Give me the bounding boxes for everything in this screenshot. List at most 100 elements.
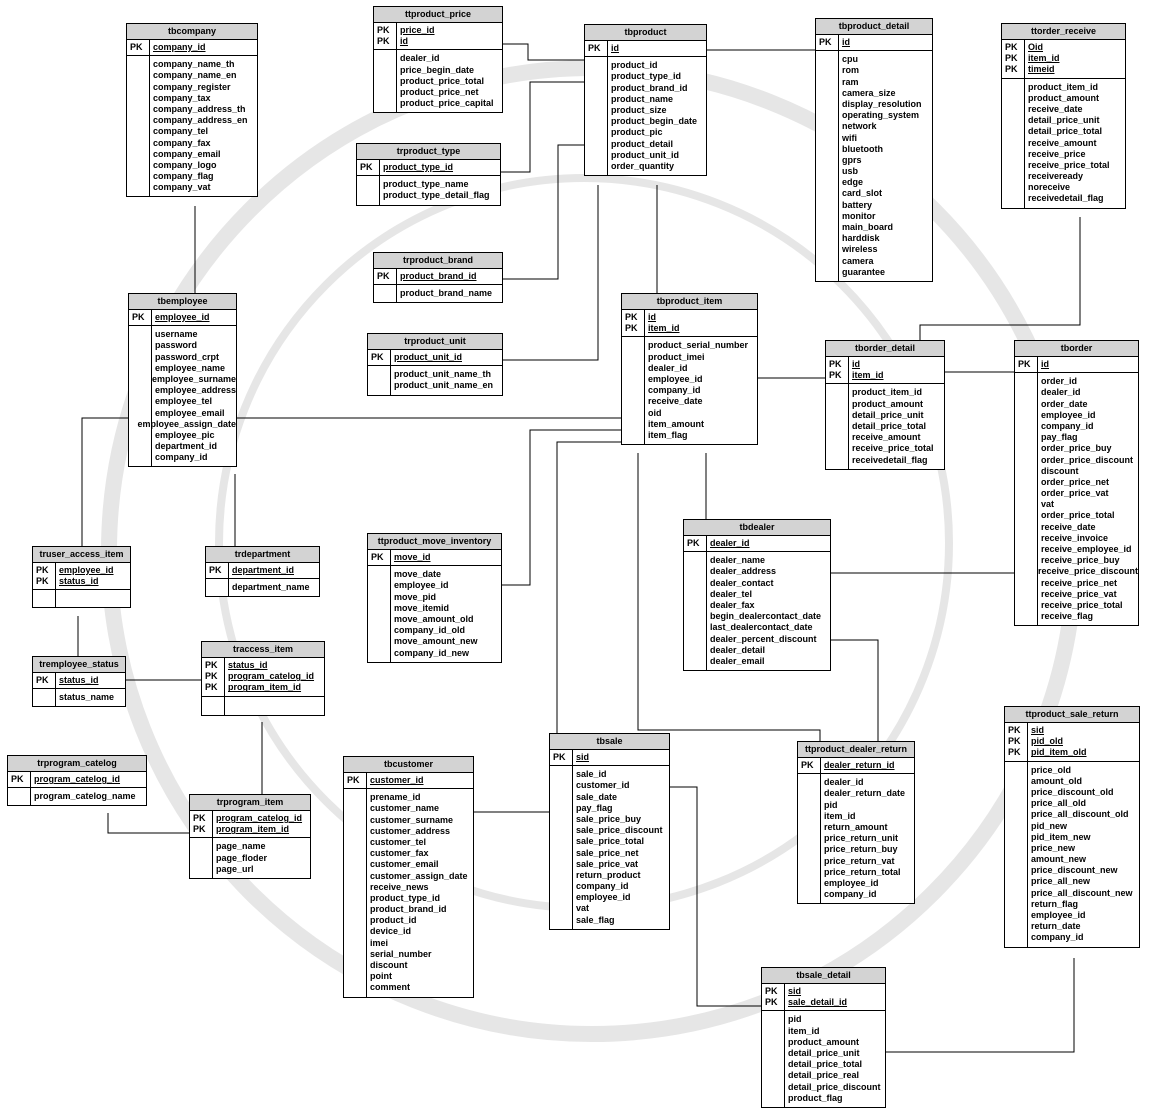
field-row: detail_price_total: [826, 421, 944, 432]
field-name: price_discount_old: [1031, 786, 1114, 797]
field-name: product_price_net: [400, 86, 479, 97]
pk-field: sid: [1031, 725, 1045, 735]
field-name: dealer_detail: [710, 644, 766, 655]
field-name: return_flag: [1031, 898, 1079, 909]
rel-dealer-dealerreturn: [831, 639, 879, 741]
rel-unit-product: [503, 185, 599, 361]
field-row: employee_surname: [129, 374, 236, 385]
field-row: begin_dealercontact_date: [684, 611, 830, 622]
field-name: department_name: [232, 582, 310, 593]
field-row: order_price_net: [1015, 477, 1138, 488]
pk-label: PK: [377, 271, 390, 281]
field-row: receive_news: [344, 882, 473, 893]
field-name: company_tel: [153, 126, 209, 137]
field-row: dealer_fax: [684, 600, 830, 611]
pk-field: sid: [788, 986, 802, 996]
field-row: receivedetail_flag: [1002, 193, 1125, 204]
rel-orderreceive-orderdetail: [919, 217, 1081, 340]
field-row: product_type_id: [344, 893, 473, 904]
field-name: company_tax: [153, 92, 211, 103]
pk-field: id: [648, 312, 656, 322]
field-row: employee_pic: [129, 430, 236, 441]
field-name: price_all_old: [1031, 798, 1087, 809]
field-name: discount: [1041, 465, 1079, 476]
field-row: detail_price_unit: [762, 1048, 885, 1059]
field-row: company_vat: [127, 182, 257, 193]
pk-label: PK: [132, 312, 145, 322]
field-name: product_item_id: [852, 387, 923, 398]
field-row: receive_date: [1002, 104, 1125, 115]
field-name: dealer_tel: [710, 588, 753, 599]
pk-label: PK: [36, 675, 49, 685]
field-name: order_date: [1041, 398, 1088, 409]
field-row: receive_price_buy: [1015, 555, 1138, 566]
field-name: harddisk: [842, 233, 880, 244]
field-row: price_old: [1005, 765, 1139, 776]
entity-title: ttproduct_dealer_return: [798, 742, 914, 758]
field-row: return_flag: [1005, 899, 1139, 910]
field-name: order_id: [1041, 376, 1078, 387]
field-name: product_name: [611, 93, 674, 104]
pk-label: PK: [205, 682, 218, 693]
field-name: customer_fax: [370, 848, 429, 859]
field-name: customer_email: [370, 859, 439, 870]
field-row: dealer_contact: [684, 578, 830, 589]
field-name: product_amount: [788, 1036, 859, 1047]
entity-title: tbproduct: [585, 25, 706, 41]
field-name: order_price_total: [1041, 510, 1115, 521]
pk-label: PK: [347, 775, 360, 785]
field-name: noreceive: [1028, 182, 1071, 193]
field-name: receive_date: [1028, 103, 1083, 114]
field-row: sale_date: [550, 792, 669, 803]
field-name: product_price_total: [400, 75, 485, 86]
field-row: product_amount: [762, 1037, 885, 1048]
field-row: price_return_vat: [798, 856, 914, 867]
field-name: employee_id: [648, 373, 703, 384]
field-row: ram: [816, 77, 932, 88]
field-row: noreceive: [1002, 182, 1125, 193]
field-row: item_amount: [622, 419, 757, 430]
pk-field: program_catelog_id: [34, 774, 121, 784]
field-row: dealer_return_date: [798, 788, 914, 799]
field-row: product_item_id: [1002, 82, 1125, 93]
field-name: customer_id: [576, 780, 630, 791]
field-name: product_type_name: [383, 179, 469, 190]
field-name: product_size: [611, 104, 667, 115]
field-name: item_flag: [648, 429, 688, 440]
field-name: employee_id: [394, 580, 449, 591]
field-row: receive_price_discount: [1015, 566, 1138, 577]
field-row: wireless: [816, 244, 932, 255]
field-name: dealer_id: [400, 53, 440, 64]
field-name: receive_price_buy: [1041, 555, 1120, 566]
field-row: company_id: [1005, 932, 1139, 943]
field-row: dealer_detail: [684, 645, 830, 656]
field-row: employee_tel: [129, 396, 236, 407]
field-row: customer_email: [344, 859, 473, 870]
field-name: cpu: [842, 54, 859, 65]
pk-label: PK: [377, 36, 390, 47]
field-row: vat: [1015, 499, 1138, 510]
field-name: card_slot: [842, 188, 883, 199]
pk-label: PK: [205, 660, 218, 670]
entity-title: tremployee_status: [33, 657, 125, 673]
field-row: username: [129, 329, 236, 340]
field-name: receive_price_total: [1041, 599, 1123, 610]
field-name: discount: [370, 960, 408, 970]
pk-field: price_id: [400, 25, 435, 35]
pk-label: PK: [371, 352, 384, 362]
field-name: price_return_unit: [824, 833, 899, 844]
pk-field: sid: [576, 752, 590, 762]
field-name: pay_flag: [1041, 432, 1078, 443]
field-row: harddisk: [816, 233, 932, 244]
